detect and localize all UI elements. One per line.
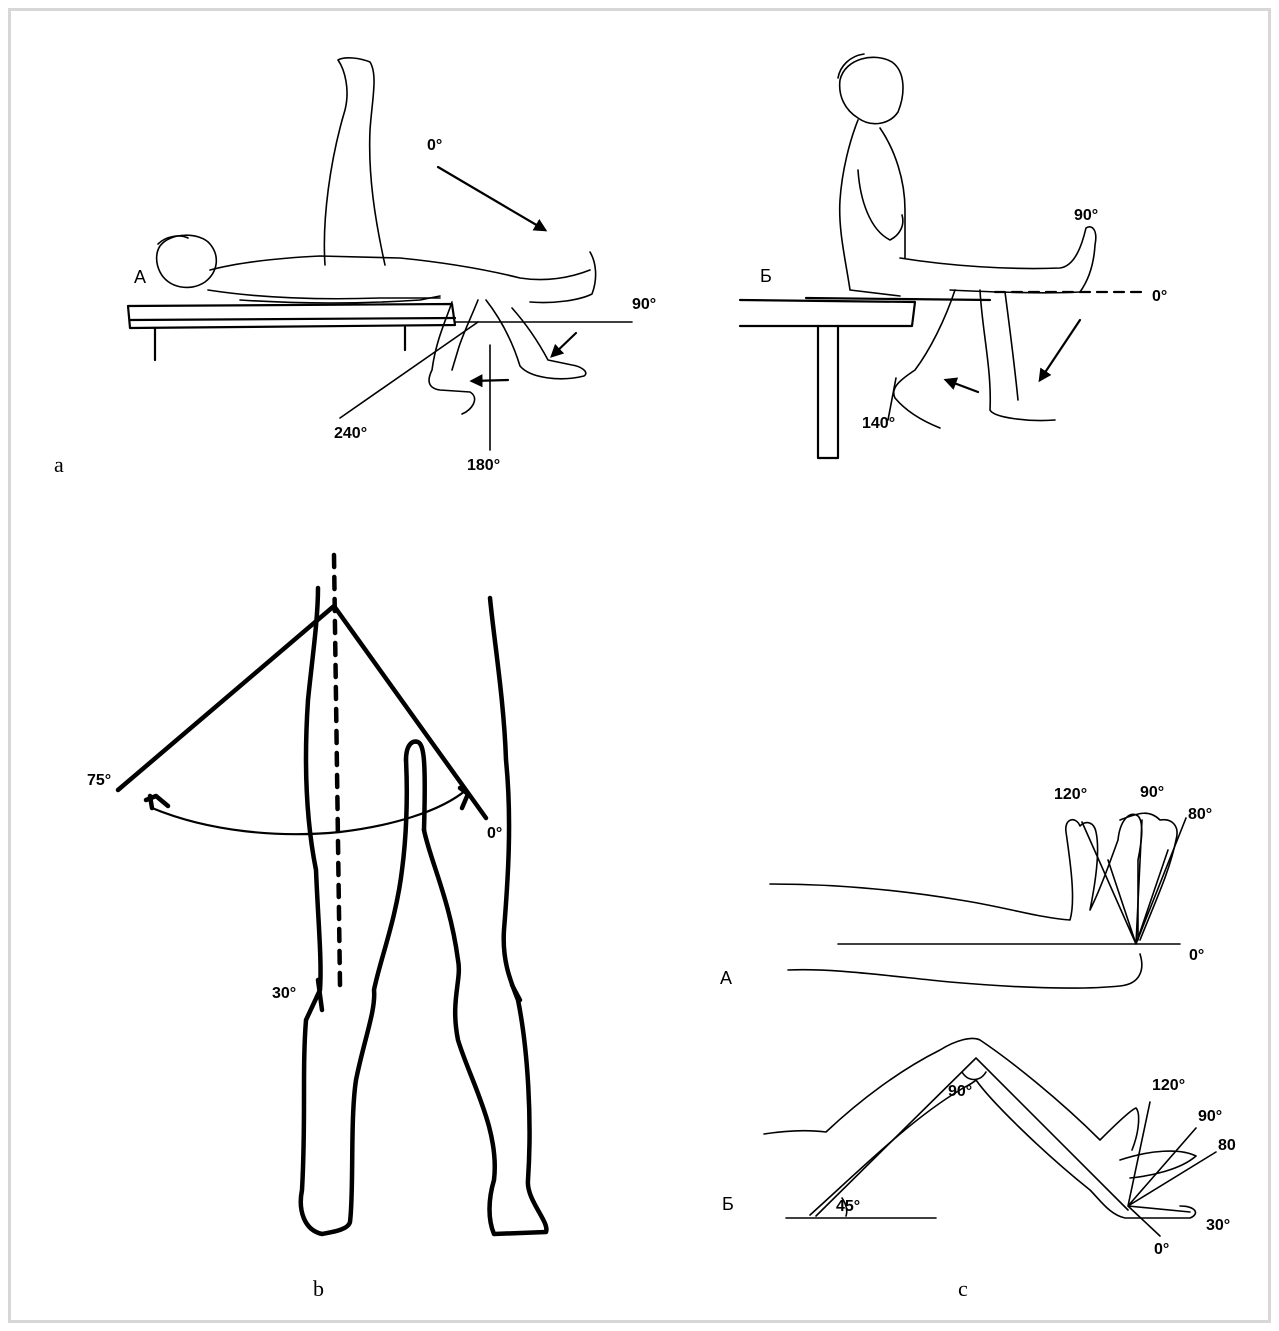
angle-label-45: 45° [836,1198,860,1215]
panel-c-top-illustration [770,813,1186,988]
angle-label-0: 0° [427,137,442,154]
panel-c-letter-B: Б [722,1194,734,1214]
angle-label-120-top: 120° [1054,786,1087,803]
angle-label-0-top: 0° [1189,947,1204,964]
angle-label-75: 75° [87,772,111,789]
panel-b-illustration [118,555,546,1234]
panel-a-right-illustration [740,54,1148,458]
panel-c-letter-A: А [720,968,732,988]
angle-label-0-bottom: 0° [1154,1241,1169,1258]
angle-label-180: 180° [467,457,500,474]
angle-label-240: 240° [334,425,367,442]
arrow-down [1040,320,1080,380]
dotted-axis [334,555,340,985]
angle-label-140: 140° [862,415,895,432]
panel-label-a: a [54,452,64,477]
angle-label-120-bottom: 120° [1152,1077,1185,1094]
angle-label-30: 30° [272,985,296,1002]
knee-angle-lines [816,1058,1128,1216]
arrow-down-left [552,333,576,356]
arrow-down-right [438,167,545,230]
arrow-back [946,380,978,392]
panel-a-letter-B: Б [760,266,772,286]
panel-label-c: c [958,1276,968,1301]
panel-a-left-illustration [128,58,632,450]
angle-label-80-top: 80° [1188,806,1212,823]
panel-a-letter-A: А [134,267,146,287]
angle-label-90-sitting: 90° [1074,207,1098,224]
angle-label-0-b: 0° [487,825,502,842]
angle-label-90: 90° [632,296,656,313]
angle-label-30-bottom: 30° [1206,1217,1230,1234]
angle-label-90-top: 90° [1140,784,1164,801]
angle-label-90-knee: 90° [948,1083,972,1100]
angle-label-80-bottom: 80 [1218,1137,1236,1154]
angle-label-0-sitting: 0° [1152,288,1167,305]
panel-c-bottom-illustration [764,1038,1216,1236]
arrow-left [472,380,508,381]
angle-label-90-bottom: 90° [1198,1108,1222,1125]
panel-label-b: b [313,1276,324,1301]
line-240 [340,322,478,418]
rotation-lines [118,606,486,818]
